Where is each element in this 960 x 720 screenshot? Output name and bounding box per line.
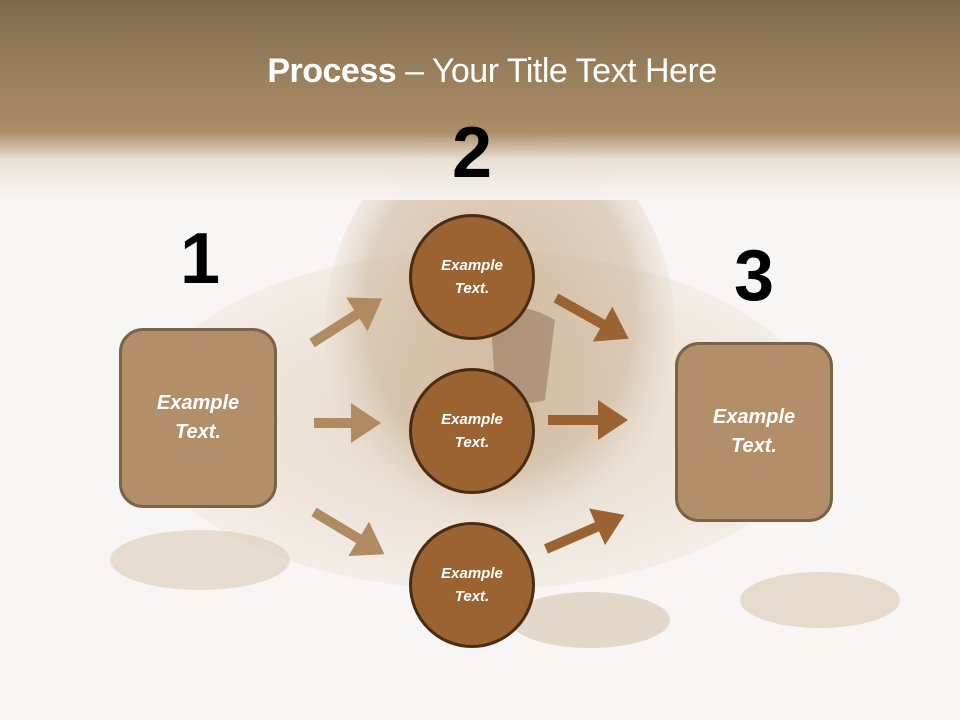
- circle-1-text: Example Text.: [441, 257, 503, 297]
- title-rest: – Your Title Text Here: [396, 52, 717, 90]
- header-band: [0, 0, 960, 200]
- slide-title: Process – Your Title Text Here: [0, 52, 960, 91]
- step-number-3: 3: [733, 236, 775, 316]
- arrow-circle3-to-box3: [544, 508, 625, 554]
- step-3-text: Example Text.: [712, 406, 796, 457]
- arrow-circle1-to-box3: [553, 293, 629, 342]
- step-1-box[interactable]: Example Text.: [119, 328, 277, 508]
- circle-3-text: Example Text.: [441, 565, 503, 605]
- circle-2-text: Example Text.: [441, 411, 503, 451]
- step-3-box[interactable]: Example Text.: [675, 342, 833, 522]
- step-1-text: Example Text.: [156, 392, 240, 443]
- circle-3[interactable]: Example Text.: [409, 522, 535, 648]
- arrow-box1-to-circle3: [311, 507, 385, 556]
- circle-2[interactable]: Example Text.: [409, 368, 535, 494]
- title-strong: Process: [267, 52, 397, 90]
- step-number-2: 2: [451, 113, 493, 193]
- arrow-box1-to-circle1: [309, 297, 383, 348]
- step-number-1: 1: [179, 219, 221, 299]
- circle-1[interactable]: Example Text.: [409, 214, 535, 340]
